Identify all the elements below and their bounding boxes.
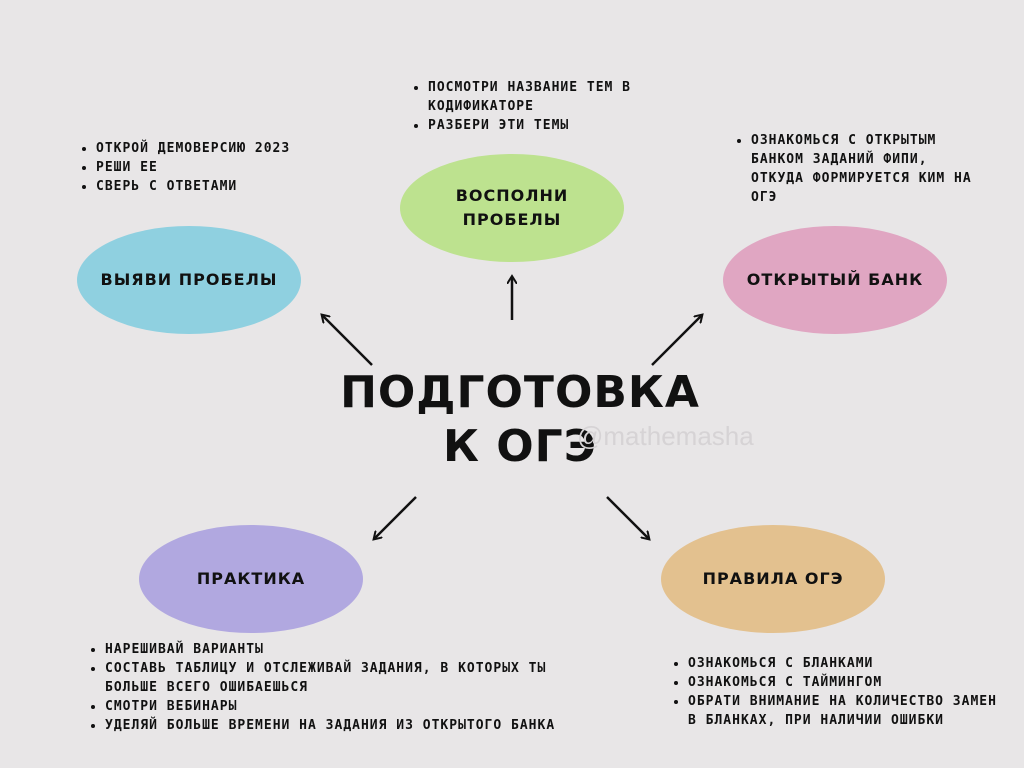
- practice-list: Нарешивай варианты Составь таблицу и отс…: [85, 640, 595, 735]
- list-item: Уделяй больше времени на задания из откр…: [105, 716, 595, 735]
- list-item: Ознакомься с бланками: [688, 654, 1008, 673]
- list-item: Ознакомься с открытым банком заданий ФИП…: [751, 131, 981, 207]
- list-item: Реши ее: [96, 158, 316, 177]
- open-bank-list: Ознакомься с открытым банком заданий ФИП…: [731, 131, 981, 207]
- list-item: Обрати внимание на количество замен в бл…: [688, 692, 1008, 730]
- list-item: Ознакомься с таймингом: [688, 673, 1008, 692]
- fill-gaps-node: Восполни пробелы: [400, 154, 624, 262]
- rules-node: Правила ОГЭ: [661, 525, 885, 633]
- arrow-to-identify-gaps: [323, 316, 373, 366]
- arrow-to-rules: [606, 496, 648, 538]
- fill-gaps-label: Восполни пробелы: [455, 186, 569, 229]
- rules-label: Правила ОГЭ: [702, 569, 844, 588]
- list-item: Разбери эти темы: [428, 116, 668, 135]
- identify-gaps-label: Выяви пробелы: [100, 270, 278, 289]
- practice-node: Практика: [139, 525, 363, 633]
- identify-gaps-list: Открой демоверсию 2023 Реши ее Сверь с о…: [76, 139, 316, 196]
- arrow-to-practice: [375, 496, 417, 538]
- identify-gaps-node: Выяви пробелы: [77, 226, 301, 334]
- fill-gaps-list: Посмотри название тем в кодификаторе Раз…: [408, 78, 668, 135]
- list-item: Посмотри название тем в кодификаторе: [428, 78, 668, 116]
- list-item: Смотри вебинары: [105, 697, 595, 716]
- list-item: Нарешивай варианты: [105, 640, 595, 659]
- arrow-to-open-bank: [651, 316, 701, 366]
- list-item: Сверь с ответами: [96, 177, 316, 196]
- list-item: Открой демоверсию 2023: [96, 139, 316, 158]
- watermark: @mathemasha: [577, 421, 754, 451]
- diagram-title: Подготовка к ОГЭ: [340, 367, 700, 472]
- open-bank-label: Открытый банк: [746, 270, 924, 289]
- open-bank-node: Открытый банк: [723, 226, 947, 334]
- list-item: Составь таблицу и отслеживай задания, в …: [105, 659, 595, 697]
- rules-list: Ознакомься с бланками Ознакомься с тайми…: [668, 654, 1008, 730]
- practice-label: Практика: [196, 569, 306, 588]
